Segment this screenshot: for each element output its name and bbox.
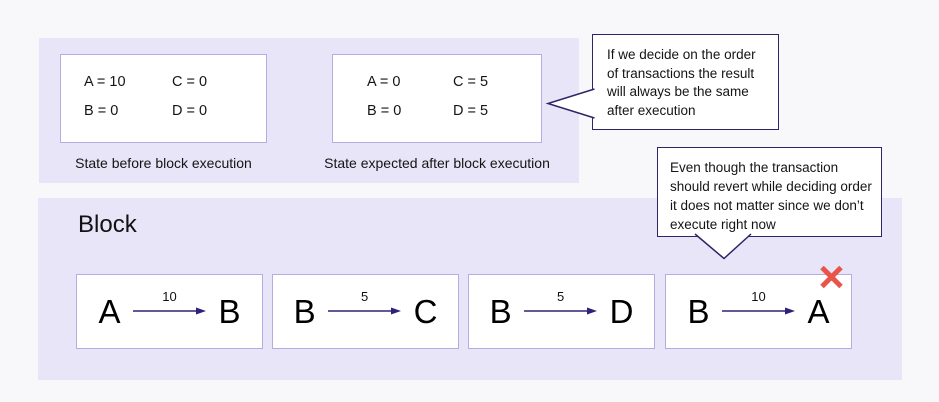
tx-to: C bbox=[413, 293, 438, 330]
reject-x-icon bbox=[820, 265, 843, 289]
state-after-group: A = 0 C = 5 B = 0 D = 5 State expected a… bbox=[324, 54, 550, 171]
transaction-box-3: B 5 D bbox=[468, 274, 655, 349]
right-arrow-icon bbox=[523, 307, 597, 315]
tx-from: B bbox=[489, 293, 512, 330]
right-arrow-icon bbox=[132, 307, 206, 315]
tx-to: B bbox=[218, 293, 241, 330]
state-value-a: A = 0 bbox=[367, 74, 401, 90]
tx-from: B bbox=[687, 293, 710, 330]
state-after-box: A = 0 C = 5 B = 0 D = 5 bbox=[332, 54, 542, 143]
transaction-box-4: B 10 A bbox=[665, 274, 852, 349]
state-before-caption: State before block execution bbox=[60, 155, 267, 171]
tx-transfer: 5 bbox=[523, 289, 598, 316]
state-value-d: D = 0 bbox=[172, 103, 208, 119]
tx-amount: 5 bbox=[556, 289, 565, 304]
state-value-d: D = 5 bbox=[453, 103, 489, 119]
tx-transfer: 10 bbox=[132, 289, 207, 316]
callout-tail-left bbox=[545, 88, 595, 119]
tx-to: A bbox=[807, 293, 830, 330]
state-after-caption: State expected after block execution bbox=[324, 155, 550, 171]
callout-tail-down bbox=[694, 233, 752, 260]
right-arrow-icon bbox=[327, 307, 401, 315]
state-before-caption-text: State before block execution bbox=[75, 155, 252, 171]
transaction-box-1: A 10 B bbox=[76, 274, 263, 349]
tx-from: B bbox=[293, 293, 316, 330]
tx-transfer: 5 bbox=[327, 289, 402, 316]
state-before-box: A = 10 C = 0 B = 0 D = 0 bbox=[60, 54, 267, 143]
state-after-caption-text: State expected after block execution bbox=[324, 155, 550, 171]
transaction-box-2: B 5 C bbox=[272, 274, 459, 349]
state-value-a: A = 10 bbox=[84, 74, 126, 90]
callout-revert-text: Even though the transaction should rever… bbox=[670, 160, 872, 232]
tx-amount: 10 bbox=[751, 289, 766, 304]
state-value-b: B = 0 bbox=[367, 103, 402, 119]
tx-to: D bbox=[609, 293, 634, 330]
tx-amount: 10 bbox=[162, 289, 177, 304]
state-before-group: A = 10 C = 0 B = 0 D = 0 State before bl… bbox=[60, 54, 267, 171]
state-value-b: B = 0 bbox=[84, 103, 119, 119]
block-title: Block bbox=[78, 211, 137, 238]
tx-amount: 5 bbox=[360, 289, 369, 304]
state-value-c: C = 0 bbox=[172, 74, 208, 90]
state-panel: A = 10 C = 0 B = 0 D = 0 State before bl… bbox=[39, 38, 579, 183]
tx-from: A bbox=[98, 293, 121, 330]
callout-revert: Even though the transaction should rever… bbox=[657, 147, 882, 260]
right-arrow-icon bbox=[721, 307, 795, 315]
callout-order: If we decide on the order of transaction… bbox=[545, 34, 779, 130]
callout-order-text: If we decide on the order of transaction… bbox=[607, 47, 756, 118]
state-value-c: C = 5 bbox=[453, 74, 489, 90]
tx-transfer: 10 bbox=[721, 289, 796, 316]
